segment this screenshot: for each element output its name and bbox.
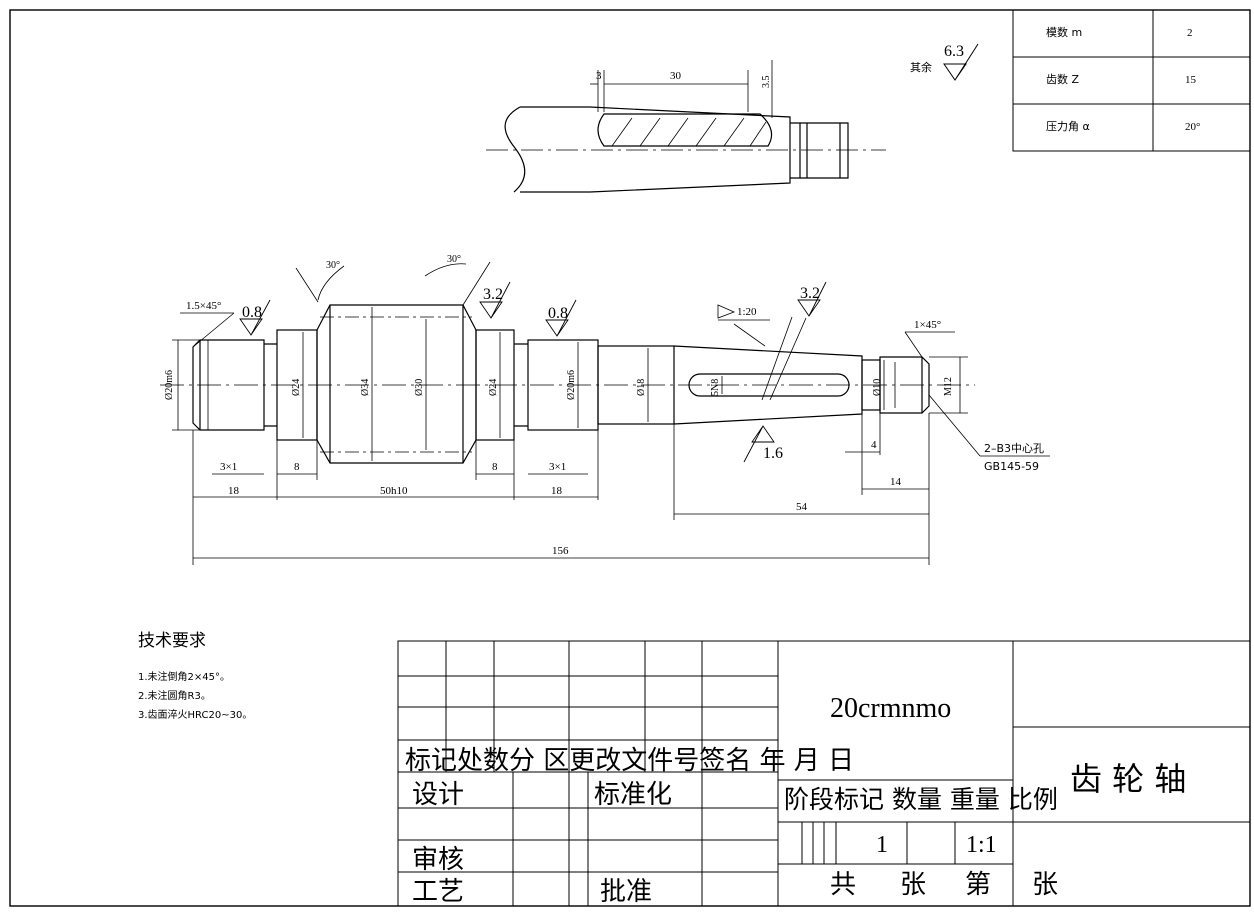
review-label: 审核 (412, 845, 464, 875)
roughness-value-32-gear: 3.2 (483, 286, 503, 303)
len-label-3x1-right: 3×1 (549, 461, 566, 473)
material-label: 20crmnmo (830, 693, 951, 724)
len-label-156: 156 (552, 545, 569, 557)
dia-label-5: Ø24 (488, 379, 499, 396)
roughness-value-08-right: 0.8 (548, 305, 568, 322)
roughness-value-16-keyway: 1.6 (763, 445, 783, 462)
keyway-dim-30: 30 (670, 70, 682, 82)
gear-param-value-pressure-angle: 20° (1185, 121, 1200, 133)
approve-label: 批准 (600, 877, 652, 907)
taper-label: 1:20 (737, 306, 757, 318)
technical-requirement-item: 3.齿面淬火HRC20~30。 (138, 710, 253, 721)
len-label-8-right: 8 (492, 461, 498, 473)
design-label: 设计 (412, 780, 464, 810)
dia-label-8: 5N8 (710, 379, 721, 396)
roughness-value-32-taper: 3.2 (800, 285, 820, 302)
center-hole-standard: GB145-59 (984, 460, 1039, 473)
keyway-detail-view (486, 60, 886, 193)
sheet-number-label: 第 (965, 870, 991, 900)
keyway-dim-3-5: 3.5 (761, 76, 772, 89)
center-hole-label: 2–B3中心孔 (984, 442, 1044, 455)
technical-requirements-list: 1.未注倒角2×45°。 2.未注圆角R3。 3.齿面淬火HRC20~30。 (138, 668, 252, 725)
gear-param-value-teeth: 15 (1185, 74, 1197, 86)
gear-param-label-teeth: 齿数 Z (1046, 73, 1079, 86)
len-label-18-left: 18 (228, 485, 240, 497)
dia-label-6: Ø20m6 (566, 370, 577, 400)
stage-row-text: 阶段标记 数量 重量 比例 (784, 785, 1058, 814)
header-row-text: 标记处数分 区更改文件号签名 年 月 日 (405, 746, 854, 776)
standard-label: 标准化 (594, 780, 672, 810)
gear-param-label-module: 模数 m (1046, 26, 1082, 39)
gear-parameter-table (1012, 9, 1251, 152)
dia-label-7: Ø18 (636, 379, 647, 396)
gear-param-value-module: 2 (1187, 27, 1193, 39)
dia-label-2: Ø24 (291, 379, 302, 396)
angle-label-right: 30° (447, 254, 461, 265)
chamfer-left-label: 1.5×45° (186, 300, 221, 312)
shaft-main-view (160, 261, 1050, 565)
technical-requirement-item: 2.未注圆角R3。 (138, 691, 211, 702)
len-label-50h10: 50h10 (380, 485, 408, 497)
part-name: 齿 轮 轴 (1070, 760, 1186, 798)
technical-requirements-title: 技术要求 (138, 631, 206, 651)
len-label-18-right: 18 (551, 485, 563, 497)
keyway-dim-3: 3 (596, 70, 602, 82)
gear-param-label-pressure-angle: 压力角 α (1046, 120, 1090, 133)
dia-label-3: Ø34 (360, 379, 371, 396)
title-block (397, 640, 1251, 907)
sheet-unit-label-1: 张 (900, 870, 926, 900)
roughness-value-08-left: 0.8 (242, 304, 262, 321)
dia-label-10: M12 (943, 377, 954, 396)
len-label-3x1-left: 3×1 (220, 461, 237, 473)
len-label-54: 54 (796, 501, 808, 513)
process-label: 工艺 (412, 877, 464, 907)
dia-label-1: Ø20m6 (164, 370, 175, 400)
dia-label-9: Ø10 (872, 379, 883, 396)
sheet-unit-label-2: 张 (1032, 870, 1058, 900)
len-label-14: 14 (890, 476, 902, 488)
len-label-8-left: 8 (294, 461, 300, 473)
dia-label-4: Ø30 (414, 379, 425, 396)
technical-requirement-item: 1.未注倒角2×45°。 (138, 672, 231, 683)
len-label-4: 4 (871, 439, 877, 451)
scale-value: 1:1 (966, 832, 997, 858)
sheet-total-label: 共 (830, 870, 856, 900)
chamfer-right-label: 1×45° (914, 319, 941, 331)
roughness-other-label: 其余 (910, 60, 932, 74)
angle-label-left: 30° (326, 260, 340, 271)
quantity-value: 1 (876, 832, 888, 858)
roughness-other-value: 6.3 (944, 43, 964, 60)
roughness-symbol-other (943, 43, 979, 81)
